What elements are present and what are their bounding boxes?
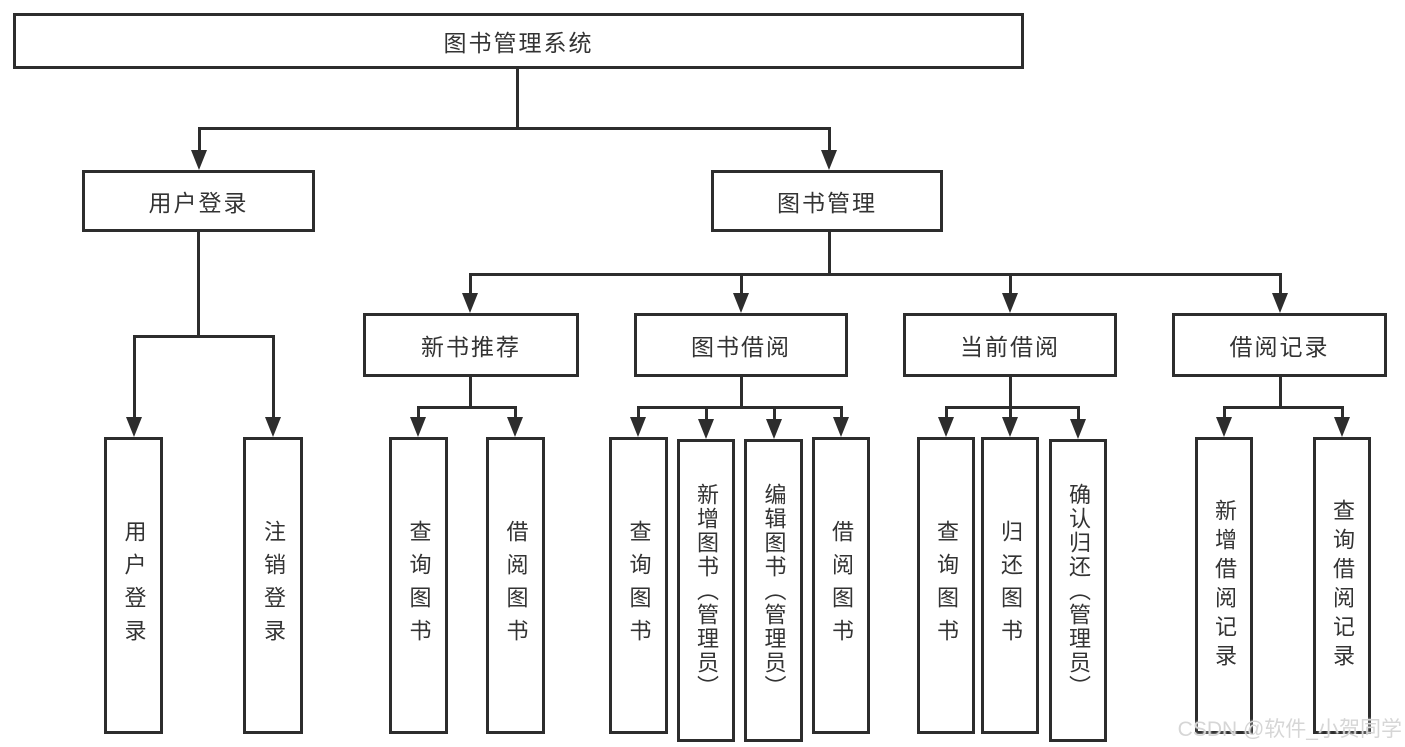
- connector-userlogin-drop: [197, 232, 200, 335]
- node-leaf-return-books: 归还图书: [981, 437, 1039, 734]
- node-label: 查询图书: [934, 519, 959, 652]
- node-borrow-records: 借阅记录: [1172, 313, 1387, 377]
- node-label: 查询借阅记录: [1330, 498, 1355, 673]
- arrow-down: [191, 150, 207, 170]
- arrow-down: [1002, 293, 1018, 313]
- node-leaf-edit-books-admin: 编辑图书（管理员）: [744, 439, 803, 742]
- connector-stem: [1341, 406, 1344, 419]
- arrow-down: [410, 417, 426, 437]
- connector-root-drop: [516, 69, 519, 127]
- connector-userlogin-span: [133, 335, 274, 338]
- node-leaf-logout: 注销登录: [243, 437, 303, 734]
- node-library-management-system: 图书管理系统: [13, 13, 1024, 69]
- arrow-down: [1002, 417, 1018, 437]
- node-leaf-query-borrow-record: 查询借阅记录: [1313, 437, 1371, 734]
- connector-stem: [417, 406, 420, 419]
- connector-current-span: [945, 406, 1080, 409]
- arrow-down: [1334, 417, 1350, 437]
- connector-borrow-span: [637, 406, 843, 409]
- connector-records-span: [1223, 406, 1344, 409]
- node-label: 查询图书: [626, 519, 652, 652]
- csdn-watermark: CSDN @软件_小贺同学: [1177, 718, 1402, 741]
- connector-stem: [840, 406, 843, 419]
- node-leaf-confirm-return-admin: 确认归还（管理员）: [1049, 439, 1107, 742]
- node-label: 新增借阅记录: [1212, 498, 1237, 673]
- connector-stem: [469, 273, 472, 294]
- node-label: 用户登录: [121, 519, 147, 652]
- connector-stem: [1223, 406, 1226, 419]
- connector-stem: [1009, 273, 1012, 294]
- node-leaf-query-books-1: 查询图书: [389, 437, 448, 734]
- connector-recommend-drop: [469, 377, 472, 406]
- connector-recommend-span: [417, 406, 517, 409]
- node-leaf-add-books-admin: 新增图书（管理员）: [677, 439, 735, 742]
- node-label: 图书管理系统: [443, 30, 594, 56]
- arrow-down: [698, 419, 714, 439]
- node-label: 新书推荐: [421, 334, 521, 360]
- connector-stem: [1279, 273, 1282, 294]
- arrow-down: [1272, 293, 1288, 313]
- arrow-down: [462, 293, 478, 313]
- node-label: 编辑图书（管理员）: [761, 482, 787, 699]
- node-user-login: 用户登录: [82, 170, 315, 232]
- connector-stem: [740, 273, 743, 294]
- arrow-down: [733, 293, 749, 313]
- node-label: 当前借阅: [960, 334, 1060, 360]
- node-book-management: 图书管理: [711, 170, 943, 232]
- node-label: 图书管理: [777, 190, 877, 216]
- node-label: 归还图书: [998, 519, 1023, 652]
- connector-stem: [773, 406, 776, 420]
- node-label: 图书借阅: [691, 334, 791, 360]
- node-leaf-query-books-2: 查询图书: [609, 437, 668, 734]
- node-label: 查询图书: [406, 519, 432, 652]
- connector-stem: [705, 406, 708, 420]
- node-label: 确认归还（管理员）: [1066, 482, 1091, 699]
- connector-root-span: [198, 127, 830, 130]
- arrow-down: [821, 150, 837, 170]
- connector-stem: [828, 127, 831, 152]
- connector-stem: [1077, 406, 1080, 420]
- connector-stem: [198, 127, 201, 152]
- connector-current-drop: [1009, 377, 1012, 406]
- arrow-down: [507, 417, 523, 437]
- connector-stem: [272, 335, 275, 418]
- node-label: 用户登录: [148, 190, 249, 216]
- node-label: 借阅图书: [503, 519, 529, 652]
- arrow-down: [938, 417, 954, 437]
- node-label: 新增图书（管理员）: [694, 482, 719, 699]
- node-leaf-add-borrow-record: 新增借阅记录: [1195, 437, 1253, 734]
- arrow-down: [1216, 417, 1232, 437]
- connector-records-drop: [1279, 377, 1282, 406]
- connector-stem: [514, 406, 517, 419]
- arrow-down: [630, 417, 646, 437]
- connector-bookmgmt-span: [469, 273, 1282, 276]
- node-leaf-query-books-3: 查询图书: [917, 437, 975, 734]
- node-label: 注销登录: [261, 519, 286, 652]
- connector-borrow-drop: [740, 377, 743, 406]
- node-new-book-recommend: 新书推荐: [363, 313, 579, 377]
- arrow-down: [1070, 419, 1086, 439]
- connector-bookmgmt-drop: [828, 232, 831, 273]
- connector-stem: [637, 406, 640, 419]
- node-label: 借阅记录: [1229, 334, 1330, 360]
- connector-stem: [945, 406, 948, 419]
- node-book-borrow: 图书借阅: [634, 313, 848, 377]
- arrow-down: [126, 417, 142, 437]
- arrow-down: [265, 417, 281, 437]
- arrow-down: [766, 419, 782, 439]
- arrow-down: [833, 417, 849, 437]
- node-leaf-borrow-books-1: 借阅图书: [486, 437, 545, 734]
- node-leaf-borrow-books-2: 借阅图书: [812, 437, 870, 734]
- node-current-borrow: 当前借阅: [903, 313, 1117, 377]
- connector-stem: [1009, 406, 1012, 419]
- connector-stem: [133, 335, 136, 418]
- node-leaf-user-login: 用户登录: [104, 437, 163, 734]
- node-label: 借阅图书: [829, 519, 854, 652]
